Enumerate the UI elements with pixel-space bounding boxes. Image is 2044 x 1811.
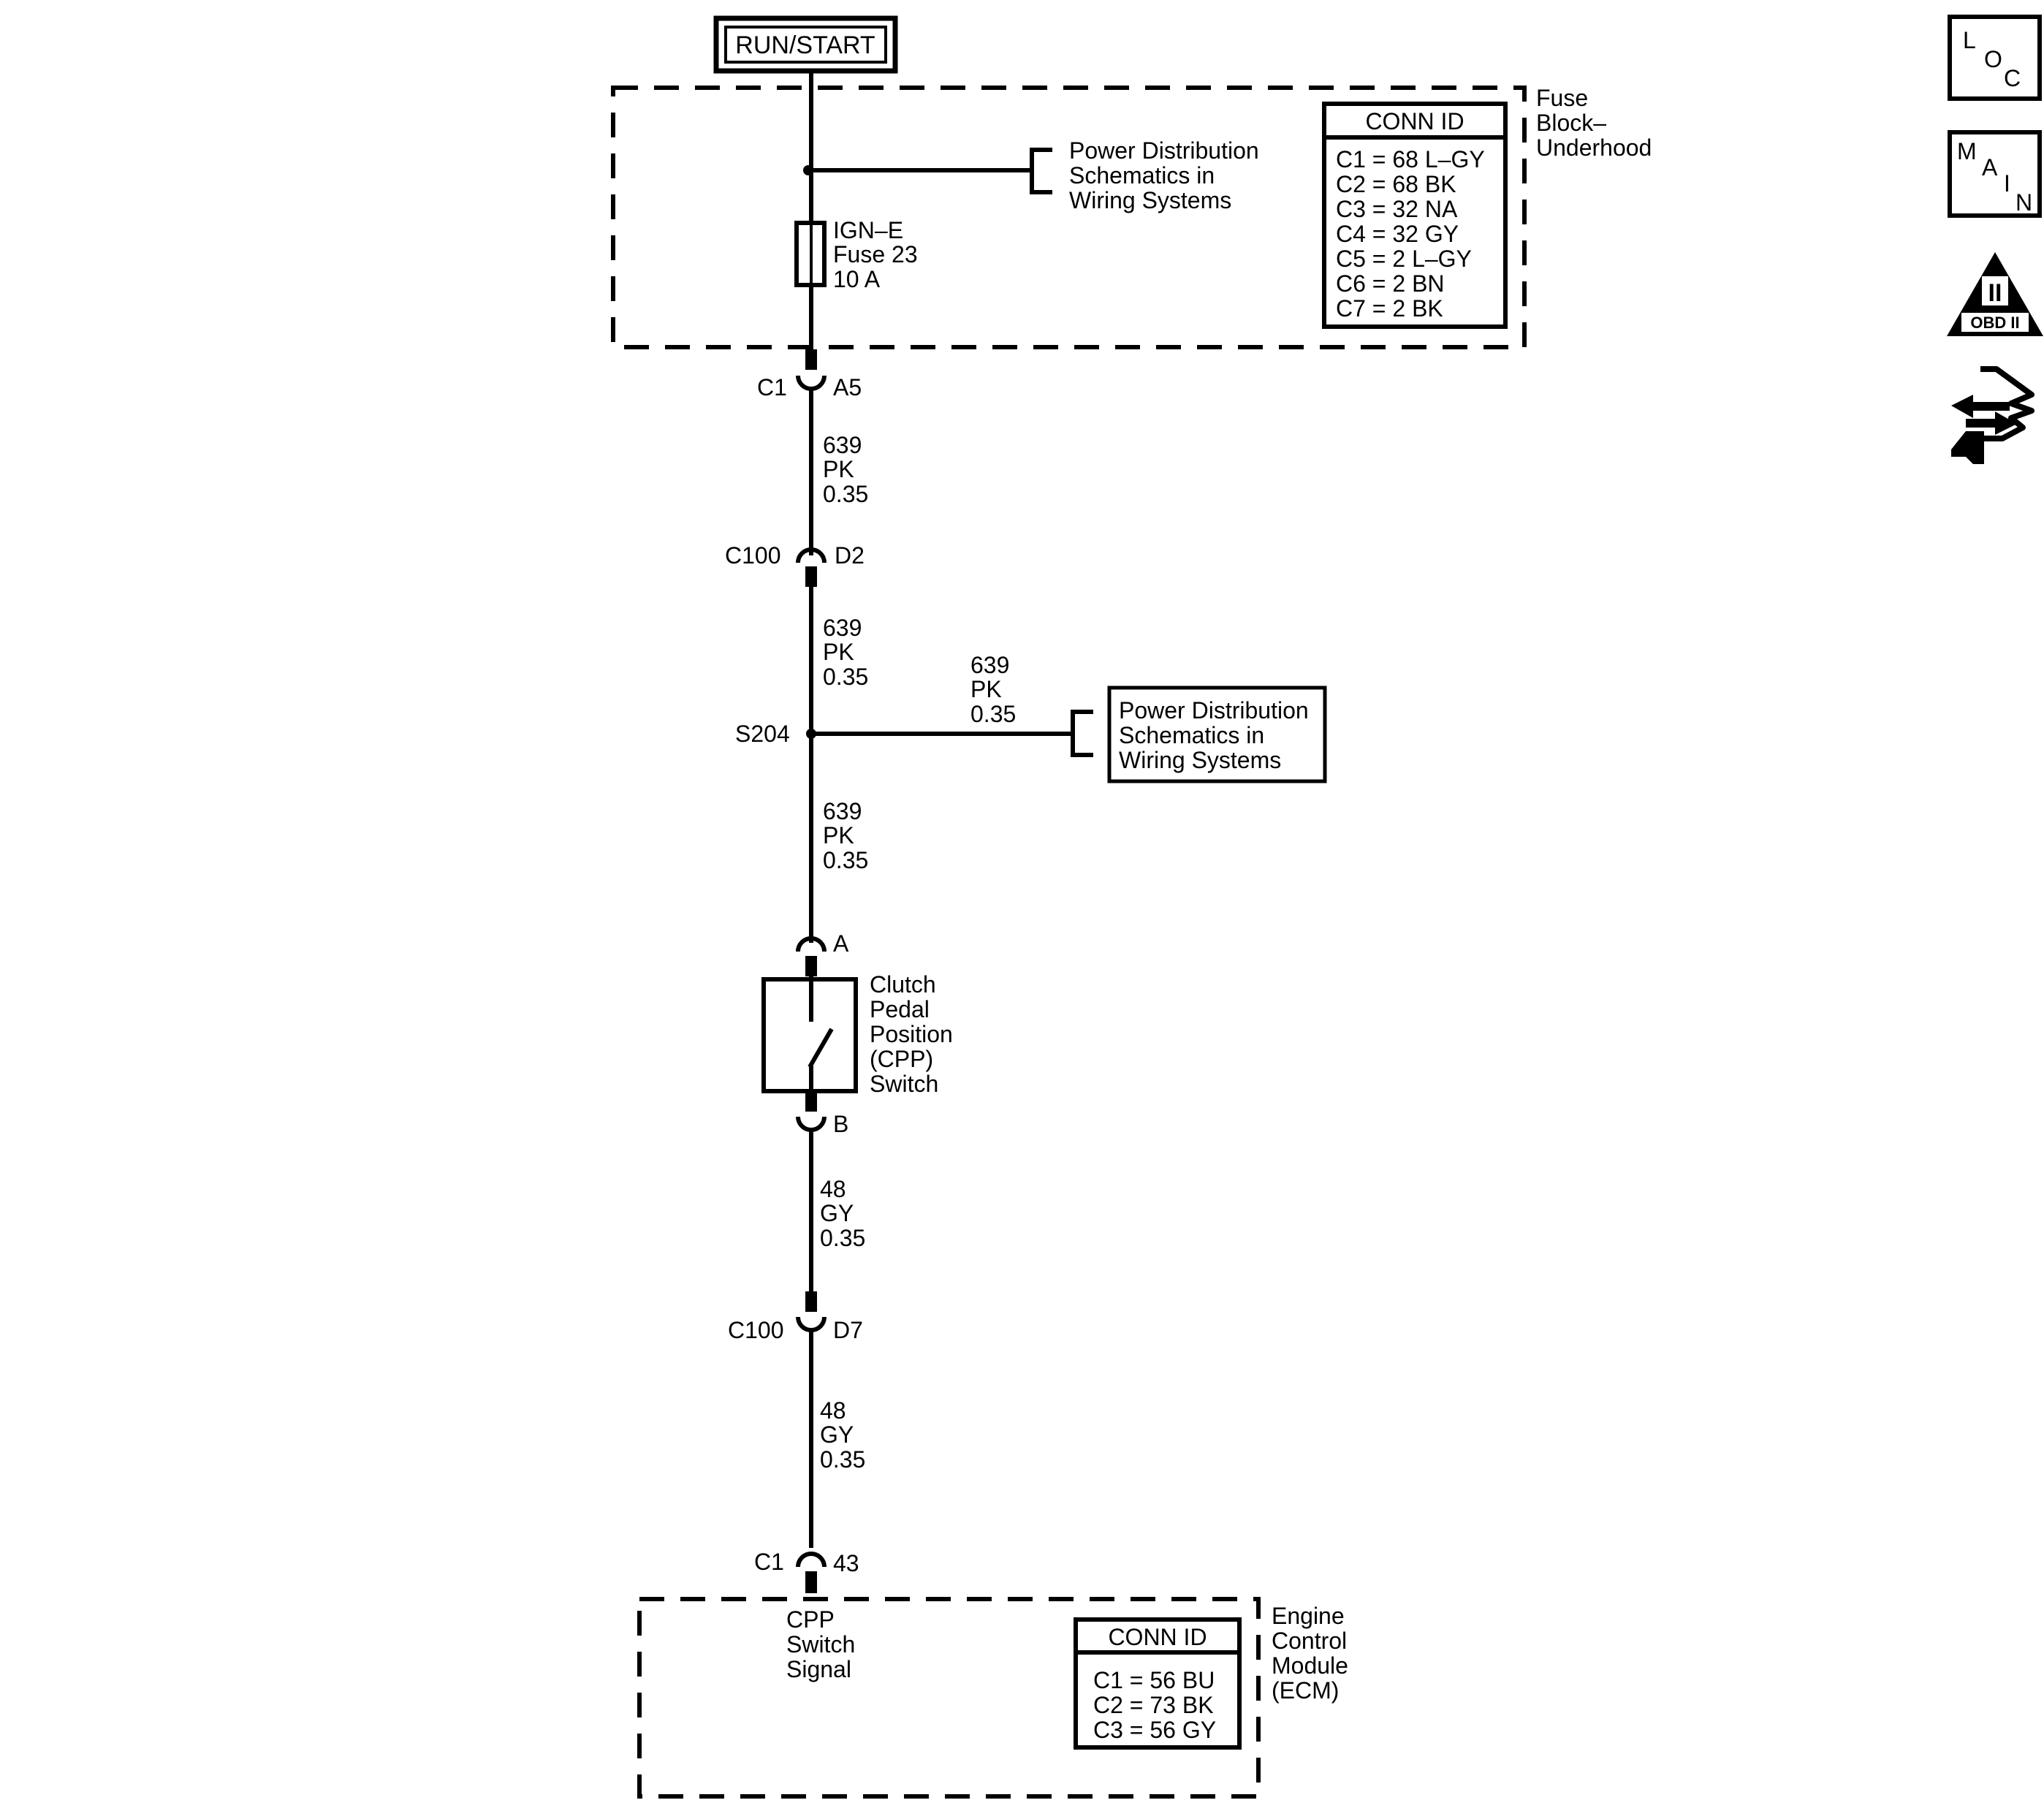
svg-text:C1 = 68 L–GY C2 = 68 BK: C1 = 68 L–GY C2 = 68 BK C3 = 32 NA C4 = … (1336, 146, 1491, 322)
svg-text:43: 43 (833, 1550, 859, 1576)
svg-text:C1: C1 (757, 374, 787, 400)
ecm-signal-label: CPP Switch Signal (786, 1606, 862, 1682)
branch-ref-box: Power Distribution Schematics in Wiring … (1107, 686, 1327, 783)
svg-text:C100: C100 (728, 1317, 784, 1343)
branch-wire-label: 639 PK 0.35 (970, 652, 1016, 727)
svg-text:M: M (1957, 138, 1977, 164)
ecm-name: Engine Control Module (ECM) (1272, 1603, 1355, 1704)
fuse-block-ref-text: Power Distribution Schematics in Wiring … (1069, 137, 1266, 213)
svg-text:D2: D2 (835, 542, 865, 569)
svg-text:A: A (1982, 154, 1998, 181)
run-start-label: RUN/START (713, 15, 898, 74)
ecm-conn-id: CONN ID C1 = 56 BU C2 = 73 BK C3 = 56 GY (1074, 1617, 1242, 1750)
loc-icon[interactable]: L O C (1948, 15, 2042, 101)
hand-arrows-icon[interactable] (1951, 366, 2034, 464)
fuse-block-outline (611, 86, 1527, 349)
svg-text:A: A (833, 930, 849, 957)
svg-text:OBD II: OBD II (1970, 314, 2019, 332)
svg-text:D7: D7 (833, 1317, 863, 1343)
splice-label: S204 (735, 721, 790, 747)
svg-text:C100: C100 (725, 542, 781, 569)
main-icon[interactable]: M A I N (1948, 130, 2042, 218)
wire-label-4: 48 GY 0.35 (820, 1176, 865, 1251)
svg-text:C1: C1 (754, 1549, 784, 1575)
switch-label: Clutch Pedal Position (CPP) Switch (870, 971, 960, 1097)
wire-label-1: 639 PK 0.35 (823, 432, 868, 507)
svg-text:C1 = 56 BU C2 = 73 BK: C1 = 56 BU C2 = 73 BK C3 = 56 GY (1093, 1667, 1221, 1743)
connector-c100-d2: C100 D2 (725, 542, 865, 587)
fuse-block-name: Fuse Block– Underhood (1536, 85, 1652, 161)
wire-label-3: 639 PK 0.35 (823, 798, 868, 873)
cpp-switch (761, 976, 858, 1111)
connector-c100-d7: C100 D7 (728, 1291, 863, 1343)
switch-terminal-b: B (796, 1091, 848, 1137)
svg-text:C: C (2004, 65, 2021, 91)
connector-c1-a5: C1 A5 (757, 349, 862, 400)
branch-ref-bracket (1071, 710, 1093, 757)
connector-c1-43: C1 43 (754, 1549, 859, 1593)
fuse-block-ref-bracket (1030, 148, 1052, 194)
svg-text:O: O (1984, 46, 2002, 72)
fuse-block-conn-id: CONN ID C1 = 68 L–GY C2 = 68 BK C3 = 32 … (1322, 102, 1508, 329)
svg-text:II: II (1988, 279, 2002, 307)
fuse-label: IGN–E Fuse 23 10 A (833, 217, 924, 292)
switch-terminal-a: A (796, 930, 849, 976)
svg-text:CONN ID: CONN ID (1108, 1624, 1207, 1650)
wire-label-2: 639 PK 0.35 (823, 615, 868, 690)
ecm-outline (637, 1597, 1261, 1799)
run-start-text: RUN/START (735, 31, 875, 59)
svg-text:Power Distribution Schem: Power Distribution Schematics in Wiring … (1119, 697, 1315, 773)
wire-label-5: 48 GY 0.35 (820, 1397, 865, 1473)
svg-text:N: N (2015, 189, 2032, 216)
svg-text:CONN ID: CONN ID (1365, 108, 1464, 134)
svg-text:I: I (2004, 170, 2010, 197)
svg-text:B: B (833, 1111, 848, 1137)
svg-text:A5: A5 (833, 374, 862, 400)
svg-text:L: L (1963, 27, 1976, 53)
obd-ii-icon[interactable]: II OBD II (1947, 252, 2043, 336)
